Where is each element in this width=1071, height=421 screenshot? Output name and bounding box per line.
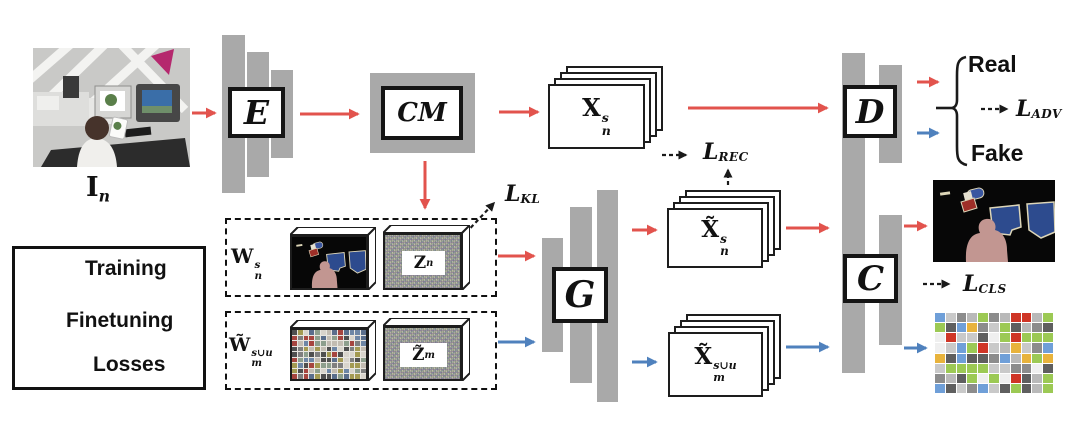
seg-map-slab <box>290 227 376 290</box>
loss-adv-sub: ADV <box>1031 107 1062 121</box>
gen-stack-sup: s∪u <box>713 359 737 373</box>
seg-slab-content <box>292 237 366 288</box>
discriminator-block: D <box>843 85 897 138</box>
recon-stack-sub: n <box>720 244 729 259</box>
real-label: Real <box>968 51 1017 77</box>
loss-kl-sub: KL <box>520 192 541 206</box>
w-real-sub: n <box>254 269 263 282</box>
w-real-base: W <box>231 244 254 268</box>
cm-label: CM <box>397 98 447 128</box>
w-mix-sup: s∪u <box>251 347 273 359</box>
z-mix-base: Z̃ <box>412 345 425 365</box>
seg-output-content <box>933 180 1056 262</box>
real-stack-sup: s <box>601 109 609 125</box>
w-real-sup: s <box>254 258 261 271</box>
recon-stack-base: X̃ <box>701 216 720 244</box>
fake-label: Fake <box>971 140 1024 166</box>
real-fake-brace <box>936 55 968 167</box>
loss-kl-base: L <box>505 181 521 207</box>
legend-finetuning-label: Finetuning <box>66 309 174 332</box>
w-mix-base: W̃ <box>229 334 251 356</box>
generator-block: G <box>552 267 608 323</box>
loss-rec-base: L <box>703 139 719 165</box>
w-mix-sub: m <box>251 358 262 369</box>
z-mix-label: Z̃m <box>400 343 447 367</box>
z-mix-sub: m <box>424 349 435 361</box>
real-stack-base: X <box>582 93 601 123</box>
seg-slab-face <box>290 235 368 290</box>
mixed-map-slab <box>290 320 376 381</box>
z-mix-slab: Z̃m <box>383 318 470 381</box>
office-photo-illustration <box>24 38 190 167</box>
seg-output-image <box>933 180 1056 262</box>
legend-training-label: Training <box>85 257 167 280</box>
loss-adv-base: L <box>1016 96 1032 122</box>
z-real-base: Z <box>413 253 427 273</box>
class-grid-output <box>935 313 1053 393</box>
loss-rec: LREC <box>703 141 749 163</box>
cm-block: CM <box>381 86 463 140</box>
input-label-sub: n <box>98 186 111 206</box>
mixed-map-mosaic <box>290 328 368 381</box>
gen-stack-base: X̃ <box>694 343 713 371</box>
encoder-block: E <box>228 87 285 138</box>
loss-cls-sub: CLS <box>978 282 1007 296</box>
discriminator-label: D <box>855 92 885 131</box>
classifier-block: C <box>843 254 898 303</box>
generator-label: G <box>564 274 596 316</box>
loss-rec-sub: REC <box>718 150 749 164</box>
loss-kl: LKL <box>505 183 540 205</box>
z-real-sub: n <box>426 257 434 269</box>
recon-stack-sup: s <box>720 231 727 246</box>
real-stack-sub: n <box>601 122 611 138</box>
legend-losses-label: Losses <box>93 353 166 376</box>
input-image-label: In <box>86 174 110 204</box>
loss-adv: LADV <box>1016 98 1062 120</box>
loss-cls: LCLS <box>963 273 1007 295</box>
z-mix-noise-face: Z̃m <box>383 326 462 381</box>
classifier-label: C <box>856 258 885 299</box>
encoder-label: E <box>243 93 270 132</box>
mixed-latent-group <box>225 311 497 390</box>
input-photo <box>24 38 190 167</box>
input-label-base: I <box>86 172 99 203</box>
real-latent-group <box>225 218 497 297</box>
gen-stack-sub: m <box>713 370 725 384</box>
loss-cls-base: L <box>963 271 979 297</box>
